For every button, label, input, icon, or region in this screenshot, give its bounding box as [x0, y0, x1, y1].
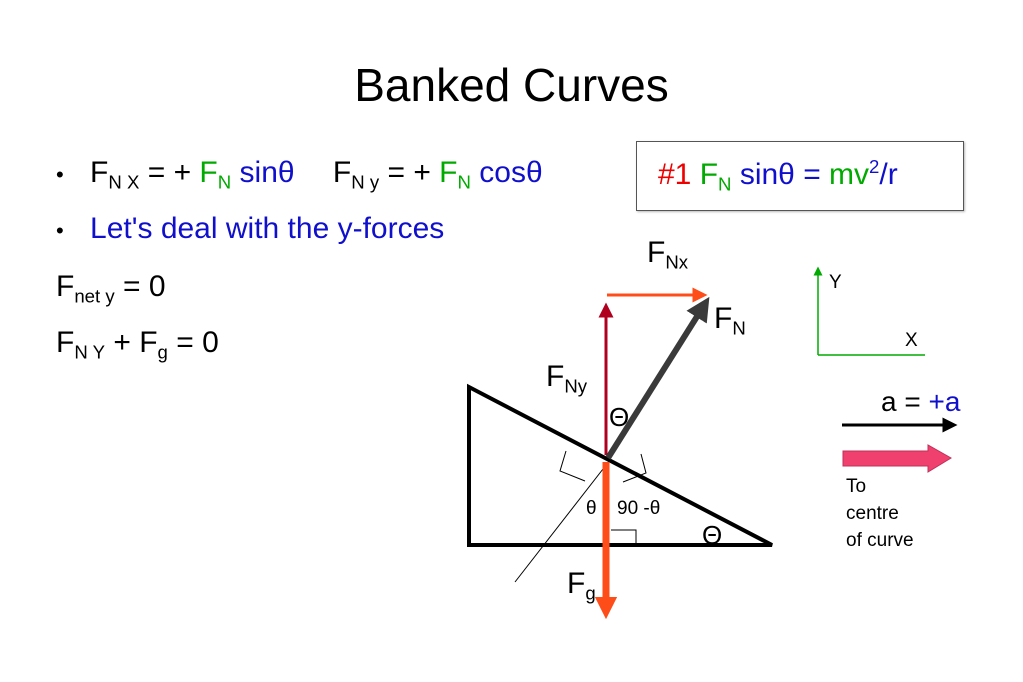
fny-symbol: FN y	[332, 156, 380, 193]
to-centre-label-3: of curve	[846, 530, 914, 551]
right-angle-marker-right	[622, 453, 647, 483]
label-fg: Fg	[567, 567, 596, 604]
bullet-line-component-forces: • FN X = + FN sinθ FN y = + FN cosθ	[56, 156, 543, 200]
equation-one: #1 FN sinθ = mv2/r	[658, 156, 898, 196]
equation-fnet-y: Fnet y = 0	[56, 270, 166, 307]
equation-number: #1	[658, 158, 692, 192]
right-angle-marker-left	[559, 450, 586, 482]
fny-equals: = +	[379, 156, 440, 189]
incline-triangle	[467, 383, 773, 547]
bullet-marker: •	[56, 218, 64, 243]
bullet-marker: •	[56, 162, 64, 187]
eq-exponent: 2	[869, 156, 880, 177]
angle-complement-label: 90 -θ	[617, 498, 661, 519]
right-angle-marker-bottom	[611, 529, 637, 545]
to-centre-label-1: To	[846, 476, 867, 497]
fnx-symbol: FN X	[90, 156, 140, 193]
perpendicular-line	[514, 459, 611, 583]
theta-upper-label: Θ	[609, 402, 630, 432]
axis-x-label: X	[905, 330, 918, 351]
acceleration-label: a = +a	[881, 386, 961, 417]
eq-over-r: /r	[879, 158, 898, 192]
theta-small-label: θ	[586, 498, 597, 519]
to-centre-arrow	[842, 444, 952, 473]
eq-mv: mv	[829, 158, 870, 192]
label-fn: FN	[714, 302, 746, 339]
equation-sum-y: FN Y + Fg = 0	[56, 326, 219, 363]
fn-symbol-2: FN	[439, 156, 471, 193]
bullet-line-y-forces: • Let's deal with the y-forces	[56, 212, 444, 248]
to-centre-label-2: centre	[846, 503, 899, 524]
cos-theta: cosθ	[470, 156, 543, 189]
fn-symbol: FN	[199, 156, 232, 193]
sin-theta: sinθ	[231, 156, 295, 189]
slide-title: Banked Curves	[354, 59, 669, 111]
eq-fn-symbol: FN	[699, 158, 732, 195]
label-fny: FNy	[546, 360, 588, 397]
axis-y-label: Y	[829, 272, 842, 293]
fnx-equals: = +	[139, 156, 200, 189]
fn-arrow	[605, 296, 710, 460]
theta-incline-label: Θ	[702, 520, 723, 550]
label-fnx: FNx	[647, 236, 689, 273]
equation-box	[636, 141, 964, 211]
y-forces-text: Let's deal with the y-forces	[90, 212, 445, 245]
eq-sin-theta: sinθ =	[731, 158, 830, 192]
